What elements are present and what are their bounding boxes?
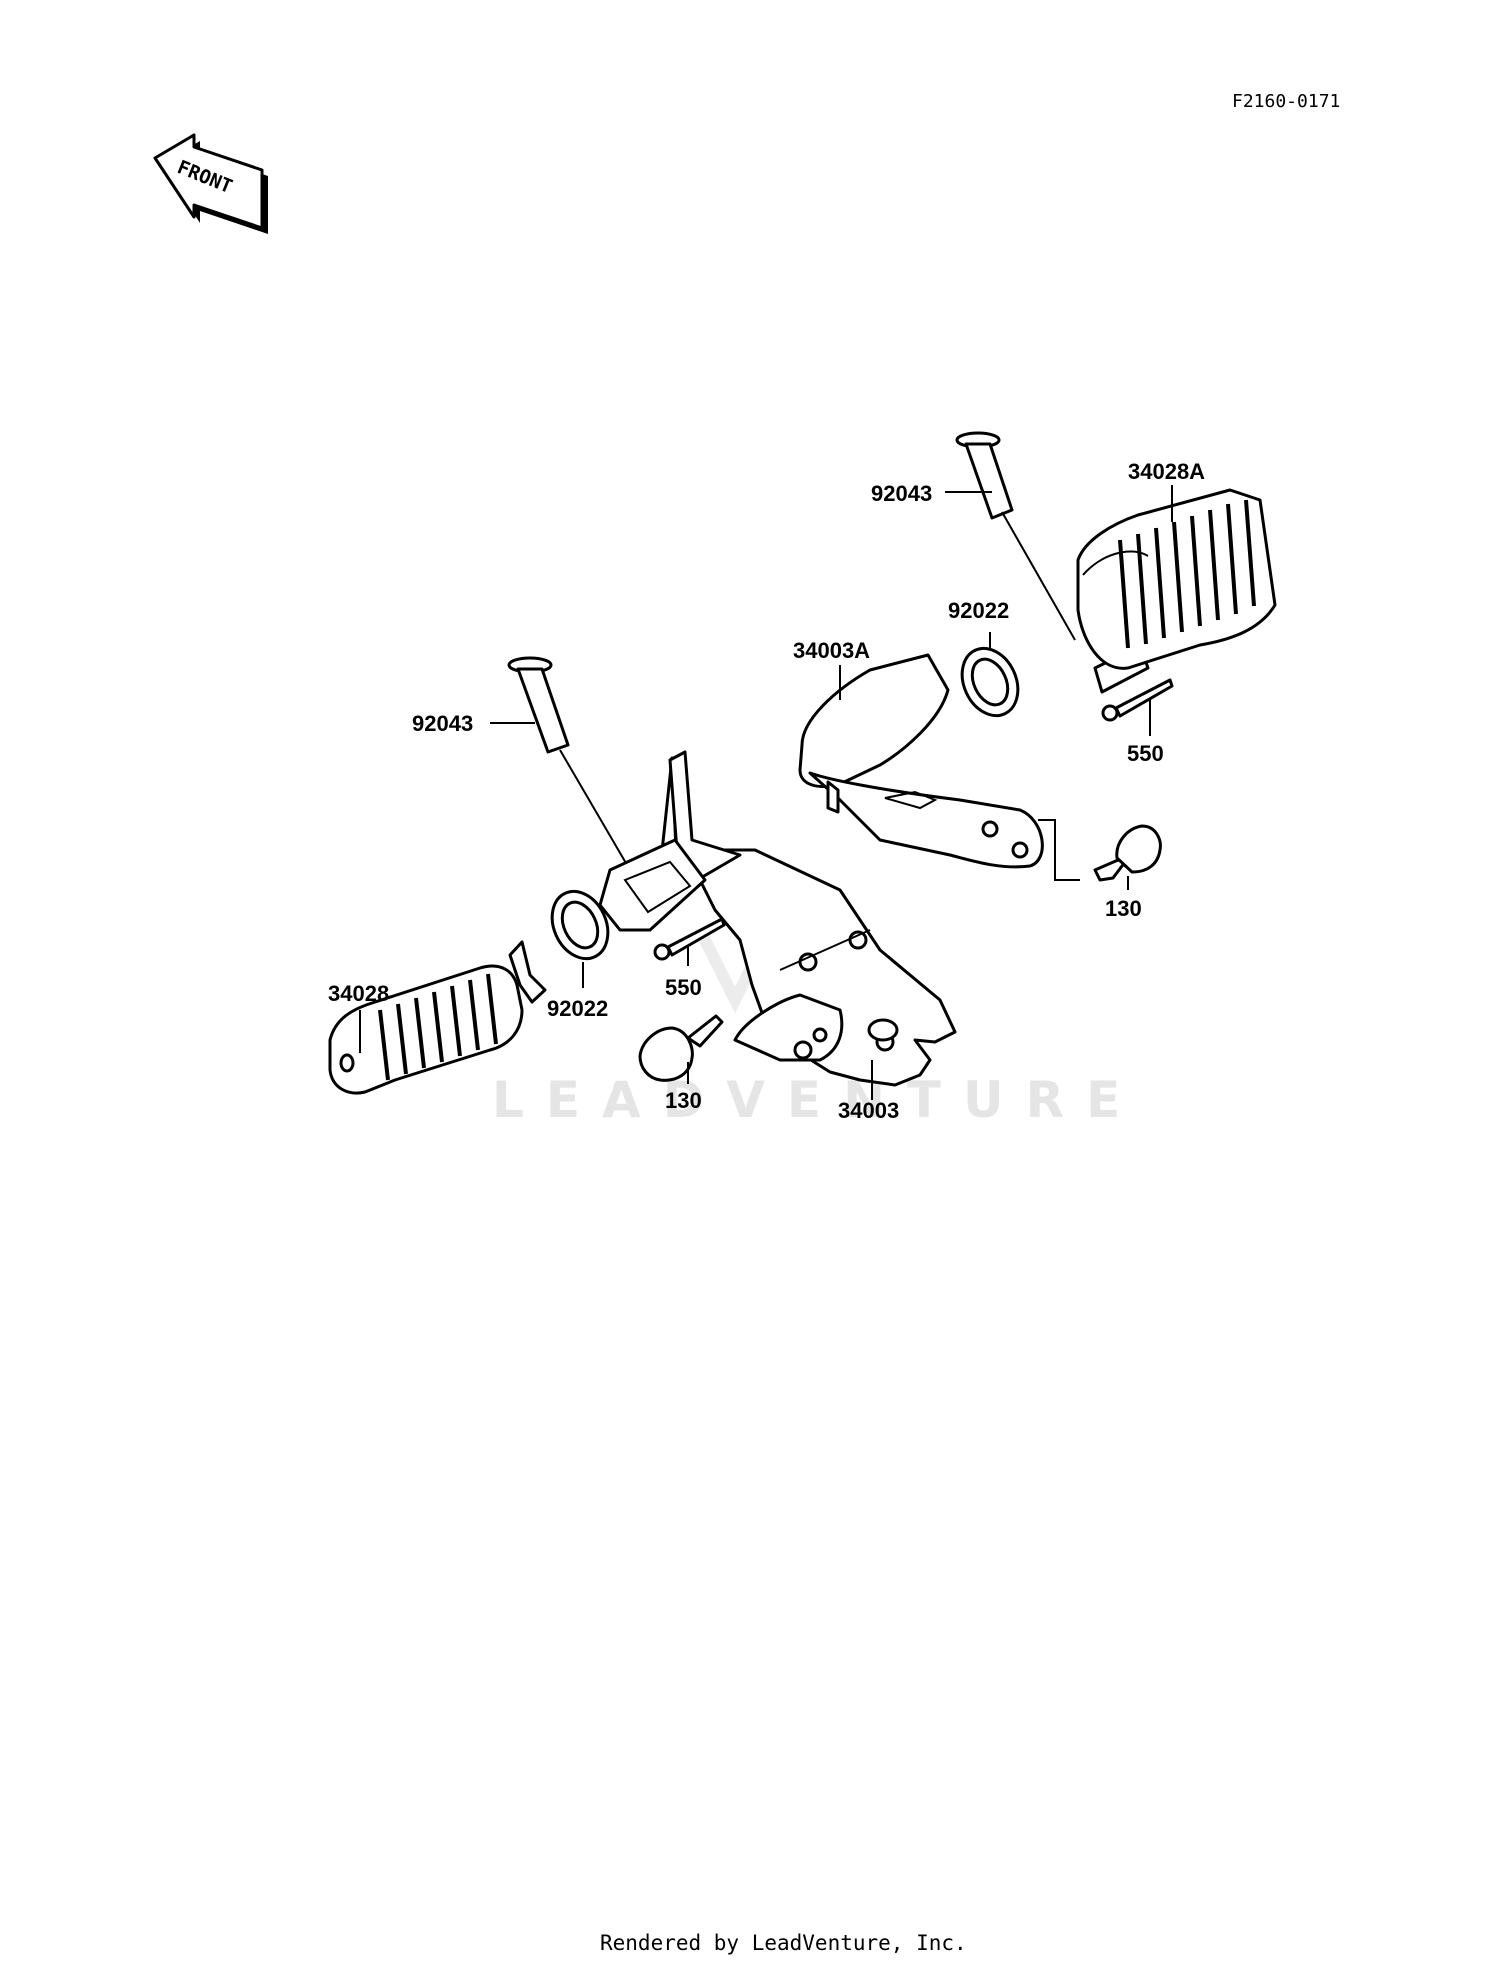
footer-credit: Rendered by LeadVenture, Inc. — [600, 1931, 967, 1955]
callout-footpeg-right: 34028A — [1128, 459, 1205, 484]
watermark-text: LEADVENTURE — [492, 1071, 1142, 1129]
callout-bolt-left: 130 — [665, 1088, 702, 1113]
bolt-left — [638, 1014, 724, 1082]
callout-cotter-left: 550 — [665, 975, 702, 1000]
pin-left — [507, 656, 631, 871]
callout-bolt-right: 130 — [1105, 896, 1142, 921]
front-arrow-icon: FRONT — [153, 133, 268, 234]
bracket-left — [598, 750, 957, 1087]
callout-pin-left: 92043 — [412, 711, 473, 736]
footpeg-right — [1076, 488, 1277, 694]
watermark: LEADVENTURE — [492, 927, 1142, 1129]
washer-right — [960, 646, 1020, 718]
callout-cotter-right: 550 — [1127, 741, 1164, 766]
cotter-pin-right — [1101, 678, 1174, 722]
callout-bracket-right: 34003A — [793, 638, 870, 663]
callout-washer-left: 92022 — [547, 996, 608, 1021]
bracket-right — [798, 653, 1044, 869]
callout-pin-right: 92043 — [871, 481, 932, 506]
cotter-pin-left — [653, 917, 726, 961]
bolt-right — [1093, 824, 1162, 882]
callout-washer-right: 92022 — [948, 598, 1009, 623]
pin-right — [955, 431, 1076, 641]
reference-code: F2160-0171 — [1232, 91, 1340, 112]
callout-footpeg-left: 34028 — [328, 981, 389, 1006]
footpeg-left — [328, 940, 547, 1095]
washer-left — [550, 889, 610, 961]
callout-bracket-left: 34003 — [838, 1098, 899, 1123]
